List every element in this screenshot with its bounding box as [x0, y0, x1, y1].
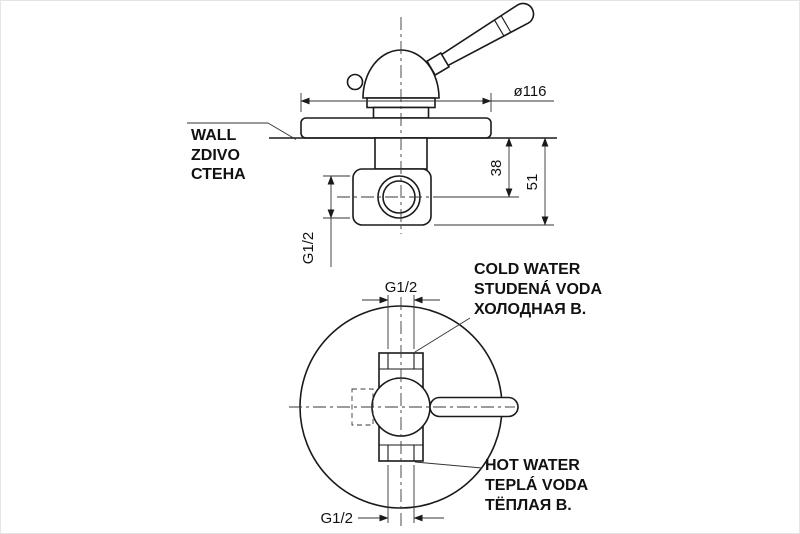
dimension-thread-side: G1/2 [300, 175, 350, 267]
hot-water-label-en: HOT WATER [485, 457, 580, 474]
wall-label-cz: ZDIVO [191, 147, 240, 164]
cold-water-label-ru: ХОЛОДНАЯ В. [474, 301, 586, 318]
wall-label-en: WALL [191, 127, 237, 144]
dimension-38: 38 [434, 137, 519, 198]
hot-water-label-cz: TEPLÁ VODA [485, 475, 589, 494]
lever-grip-line [500, 15, 512, 33]
wall-leader-line [267, 122, 297, 140]
lever-handle [425, 2, 535, 77]
front-view: G1/2 G1/2 COLD WATER STUDENÁ VODA ХОЛОДН… [289, 261, 602, 530]
hot-leader-line [414, 461, 483, 469]
cold-leader-line [414, 317, 471, 353]
dimension-thread-bottom: G1/2 [320, 465, 444, 527]
thread-label-side: G1/2 [300, 232, 317, 265]
dimension-51-label: 51 [524, 174, 541, 191]
thread-label-top: G1/2 [385, 279, 418, 296]
lever-grip-line [494, 19, 505, 37]
dimension-38-label: 38 [488, 160, 505, 177]
cold-water-label-en: COLD WATER [474, 261, 581, 278]
wall-label: WALL ZDIVO СТЕНА [187, 122, 297, 183]
wall-label-ru: СТЕНА [191, 166, 246, 183]
side-knob [346, 73, 364, 91]
side-view: ø116 38 51 G1/2 WALL ZDIVO СТЕ [187, 2, 557, 267]
dimension-51: 51 [434, 137, 554, 226]
dimension-thread-top: G1/2 [362, 279, 440, 349]
escutcheon-flange [300, 117, 492, 139]
cold-water-label: COLD WATER STUDENÁ VODA ХОЛОДНАЯ В. [414, 261, 602, 353]
cold-water-label-cz: STUDENÁ VODA [474, 279, 602, 298]
thread-label-bottom: G1/2 [320, 510, 353, 527]
lever-handle-shape [433, 2, 535, 71]
dimension-diameter: ø116 [300, 83, 554, 112]
hot-water-label-ru: ТЁПЛАЯ В. [485, 496, 572, 514]
hot-water-label: HOT WATER TEPLÁ VODA ТЁПЛАЯ В. [414, 457, 589, 514]
diameter-dimension-label: ø116 [513, 83, 546, 100]
